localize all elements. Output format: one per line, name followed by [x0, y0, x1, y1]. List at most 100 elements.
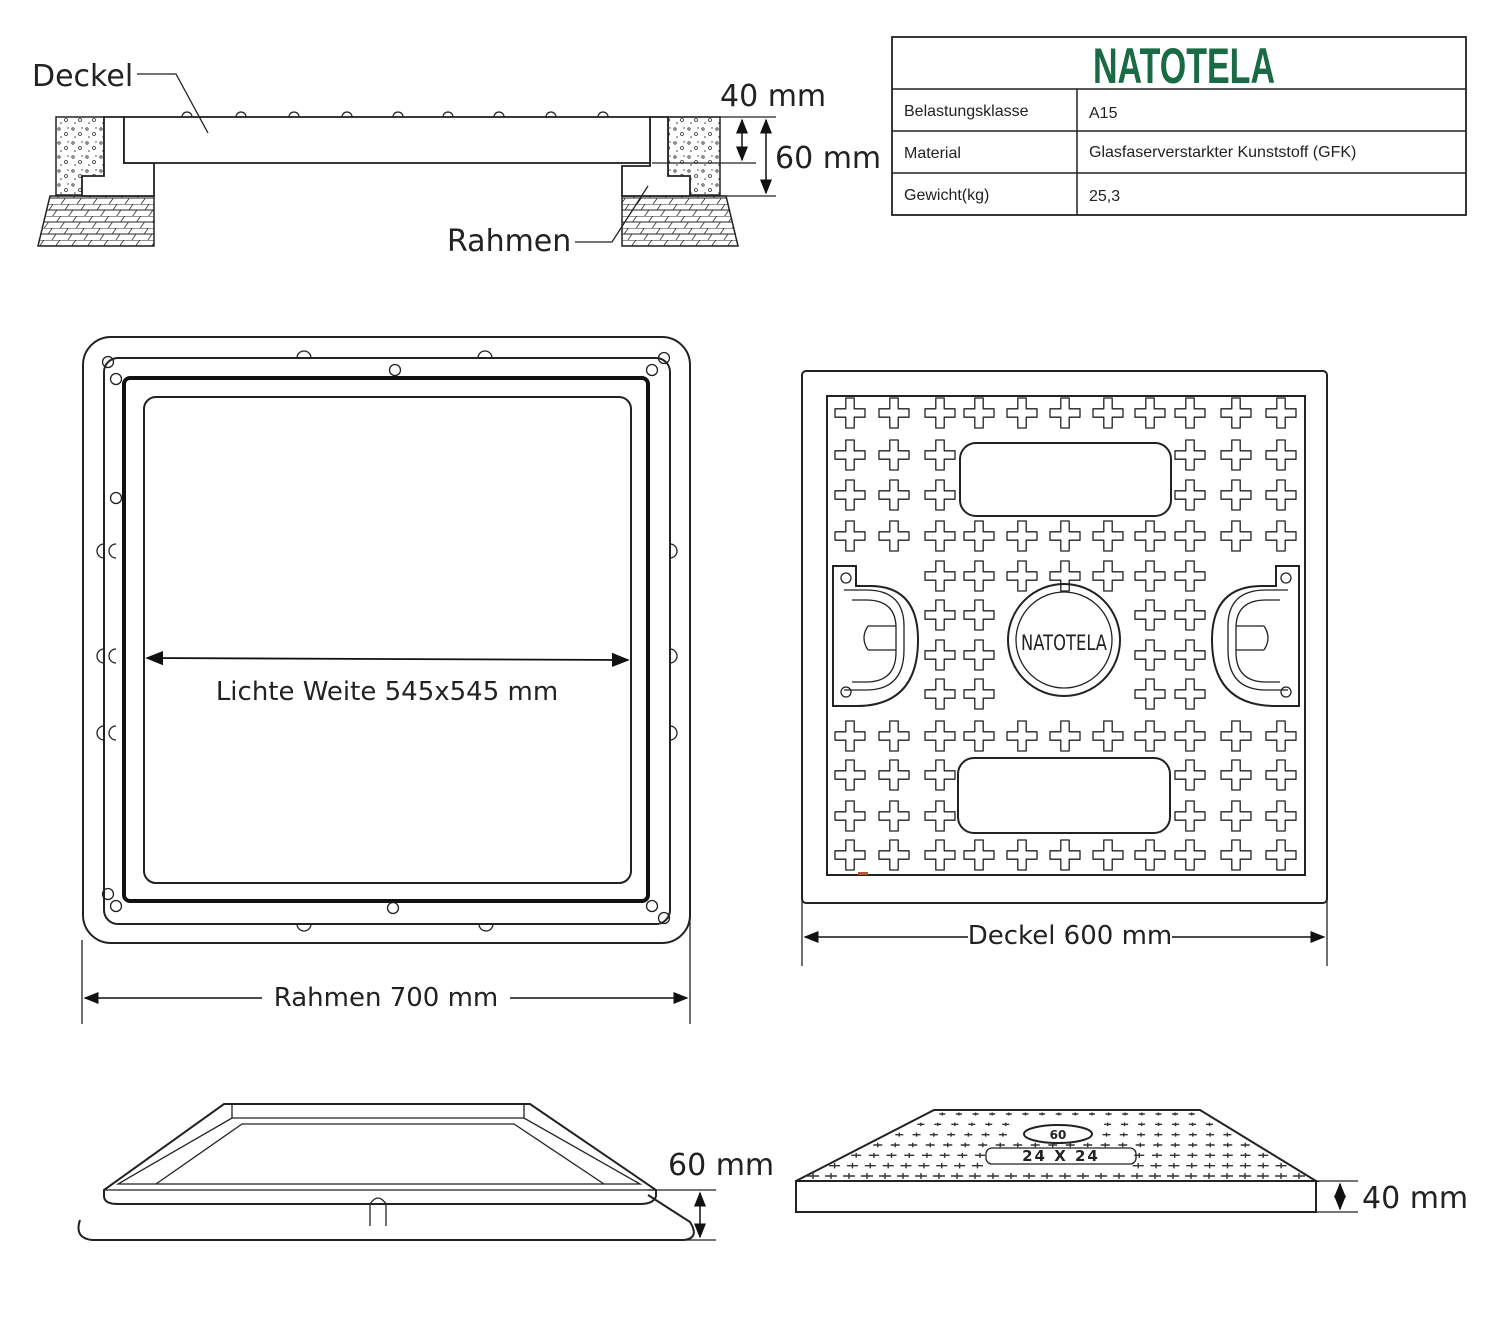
lid-cross	[1220, 439, 1252, 471]
lid-emblem-text: NATOTELA	[1021, 631, 1107, 655]
lid-cross	[1174, 759, 1206, 791]
lid-perspective-cross	[985, 1122, 993, 1127]
lid-cross	[1265, 759, 1297, 791]
lid-cross	[1220, 479, 1252, 511]
lid-cross	[924, 720, 956, 752]
lid-perspective-cross	[1206, 1132, 1215, 1137]
lid-mark	[858, 872, 868, 875]
lid-perspective-cross	[1105, 1112, 1112, 1116]
lid-perspective-cross	[1221, 1173, 1233, 1179]
lid-cross	[1220, 520, 1252, 552]
lid-perspective-cross	[1100, 1142, 1110, 1148]
lid-perspective-cross	[975, 1152, 986, 1158]
lid-cross	[1220, 800, 1252, 832]
lid-perspective-cross	[1185, 1173, 1197, 1179]
lid-perspective-cross	[968, 1122, 976, 1127]
frame-hole	[101, 887, 115, 901]
lid-perspective-cross	[1088, 1112, 1095, 1116]
lid-perspective-cross	[1149, 1173, 1161, 1179]
lid-width-extensions	[801, 900, 1328, 966]
lid-cross	[1049, 397, 1081, 429]
lid-perspective-cross	[972, 1112, 979, 1116]
lid-perspective-cross	[998, 1132, 1007, 1137]
frame-perspective: 60 mm	[77, 1103, 774, 1241]
lid-cross	[1220, 759, 1252, 791]
lid-perspective-cross	[981, 1132, 990, 1137]
lid-perspective-cross	[1122, 1112, 1129, 1116]
frame-tab	[478, 923, 494, 932]
lid-perspective-cross	[1188, 1142, 1198, 1148]
lid-cross	[1174, 639, 1206, 671]
lid-cross	[1174, 678, 1206, 710]
lid-cross-pattern	[834, 397, 1297, 871]
lid-cross	[963, 720, 995, 752]
lid-perspective-cross	[1203, 1173, 1215, 1179]
lid-height-label: 40 mm	[1362, 1181, 1468, 1216]
lid-perspective-cross	[951, 1122, 959, 1127]
lid-perspective-cross	[807, 1173, 819, 1179]
lid-cross	[1265, 839, 1297, 871]
spec-value-1: Glasfaserverstarkter Kunststoff (GFK)	[1089, 144, 1356, 161]
inner-width-arrow	[145, 650, 630, 668]
lid-cross	[924, 759, 956, 791]
lid-perspective-cross	[1131, 1173, 1143, 1179]
lid-cross	[1220, 839, 1252, 871]
lid-perspective-cross	[1258, 1152, 1269, 1158]
frame-tab	[477, 350, 493, 359]
lid-cross	[924, 479, 956, 511]
frame-tab	[108, 725, 117, 741]
frame-hole	[386, 901, 400, 915]
lid-perspective-cross	[987, 1173, 999, 1179]
lid-perspective-cross	[1221, 1162, 1233, 1169]
lid-perspective-cross	[951, 1173, 963, 1179]
lid-cross	[1174, 479, 1206, 511]
lid-cross	[1092, 720, 1124, 752]
dim-40-label: 40 mm	[720, 79, 826, 114]
lid-perspective-cross	[1257, 1173, 1269, 1179]
lid-cross	[924, 560, 956, 592]
lid-perspective-cross	[846, 1162, 858, 1169]
lid-perspective-cross	[1138, 1112, 1145, 1116]
lid-bumps	[181, 111, 609, 118]
lid-cross	[924, 397, 956, 429]
spec-key-2: Gewicht(kg)	[904, 187, 989, 204]
lid-cross	[878, 520, 910, 552]
lid-perspective-cross	[1055, 1112, 1062, 1116]
lid-perspective-cross	[969, 1173, 981, 1179]
lid-cross	[1092, 520, 1124, 552]
frame-holes	[101, 351, 671, 925]
lid-cross	[924, 639, 956, 671]
frame-hole	[657, 911, 671, 925]
lid-perspective-cross	[1118, 1142, 1128, 1148]
lid-cross	[1134, 397, 1166, 429]
lid-perspective-cross	[1059, 1173, 1071, 1179]
lid-width-label: Deckel 600 mm	[968, 921, 1172, 951]
spec-value-0: A15	[1089, 105, 1118, 122]
lid-perspective-cross	[1205, 1152, 1216, 1158]
lid-perspective-cross	[900, 1162, 912, 1169]
lid-cross	[834, 800, 866, 832]
lid-perspective-cross	[886, 1152, 897, 1158]
spec-key-0: Belastungsklasse	[904, 103, 1029, 120]
dim-60-label: 60 mm	[775, 141, 881, 176]
lid-perspective-cross	[929, 1132, 938, 1137]
frame-hole	[645, 899, 659, 913]
lid-perspective-cross	[879, 1173, 891, 1179]
lid-perspective-cross	[933, 1173, 945, 1179]
lid-perspective-cross	[851, 1152, 862, 1158]
lid-perspective-cross	[939, 1112, 946, 1116]
lid-perspective-cross	[1102, 1132, 1111, 1137]
lid-perspective-cross	[1239, 1162, 1251, 1169]
lid-perspective: 60 24 X 24 40 mm	[795, 1109, 1468, 1216]
lid-label-plate-top	[959, 442, 1172, 517]
lid-cross	[963, 520, 995, 552]
brand-logo: NATOTELA	[1093, 38, 1275, 94]
lid-perspective-cross	[1155, 1112, 1162, 1116]
lid-emblem	[1007, 583, 1121, 697]
lid-perspective-size: 24 X 24	[1022, 1147, 1100, 1165]
lid-cross	[963, 639, 995, 671]
lid-cross	[878, 720, 910, 752]
lid-perspective-cross	[908, 1142, 918, 1148]
lid-cross	[834, 839, 866, 871]
lid-perspective-cross	[989, 1112, 996, 1116]
